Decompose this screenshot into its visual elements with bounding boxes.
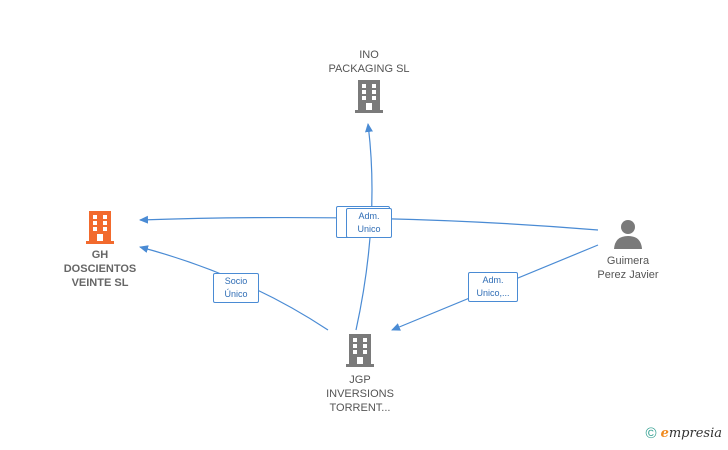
edge-label-socio-unico[interactable]: Socio Único [213, 273, 259, 303]
node-label: INO PACKAGING SL [328, 49, 410, 75]
copyright-icon: © [645, 425, 657, 442]
brand-rest: mpresia [668, 426, 722, 441]
brand-footer: © empresia [646, 425, 722, 442]
node-guimera-perez-javier[interactable]: Guimera Perez Javier [584, 218, 672, 282]
node-ino-packaging[interactable]: INO PACKAGING SL [318, 48, 420, 113]
edge-label-adm-unico-center[interactable]: Adm. Unico [346, 208, 392, 238]
person-icon [614, 220, 642, 249]
brand-name: empresia [661, 426, 722, 441]
node-label: GH DOSCIENTOS VEINTE SL [63, 249, 137, 289]
node-label: JGP INVERSIONS TORRENT... [326, 374, 394, 414]
node-gh-doscientos[interactable]: GH DOSCIENTOS VEINTE SL [48, 210, 152, 290]
node-jgp-inversions[interactable]: JGP INVERSIONS TORRENT... [310, 333, 410, 415]
building-icon [355, 80, 383, 113]
building-icon [346, 334, 374, 367]
brand-initial: e [660, 426, 669, 441]
node-label: Guimera Perez Javier [597, 255, 659, 281]
edge-label-adm-unico-right[interactable]: Adm. Unico,... [468, 272, 518, 302]
building-icon [86, 211, 114, 244]
